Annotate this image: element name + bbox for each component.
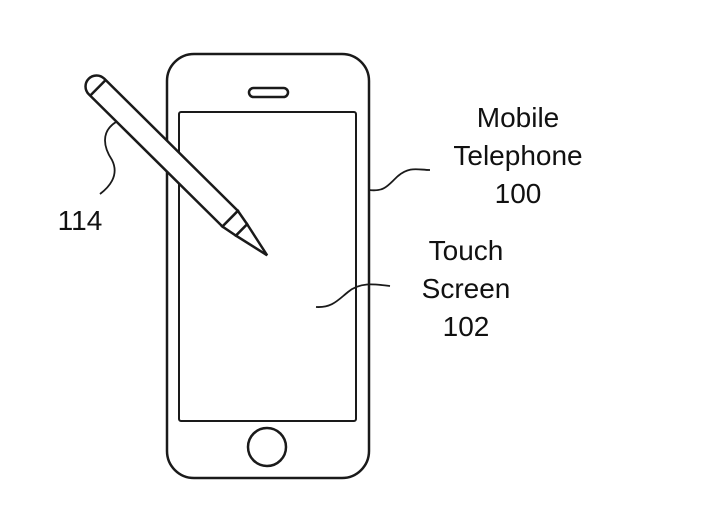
- stylus-tip: [233, 222, 269, 257]
- phone-body: [165, 52, 371, 480]
- phone-label-line1: Mobile: [476, 102, 560, 133]
- screen-label: Touch Screen 102: [396, 232, 536, 346]
- screen-label-line2: Screen: [421, 273, 511, 304]
- phone-label: Mobile Telephone 100: [432, 99, 604, 213]
- stylus-body: [84, 74, 240, 229]
- touch-screen: [178, 111, 357, 422]
- screen-label-line1: Touch: [428, 235, 504, 266]
- stylus-cap-band: [89, 79, 107, 97]
- stylus-label: 114: [57, 205, 103, 236]
- phone-label-line2: Telephone: [453, 140, 583, 171]
- mobile-telephone: [165, 52, 371, 480]
- phone-label-number: 100: [494, 178, 542, 209]
- home-button[interactable]: [246, 426, 288, 468]
- screen-label-number: 102: [442, 311, 490, 342]
- leader-line-102: [315, 283, 391, 308]
- leader-line-100: [368, 168, 431, 192]
- leader-line-114: [99, 121, 117, 195]
- stylus: [84, 74, 269, 257]
- phone-speaker: [247, 86, 290, 99]
